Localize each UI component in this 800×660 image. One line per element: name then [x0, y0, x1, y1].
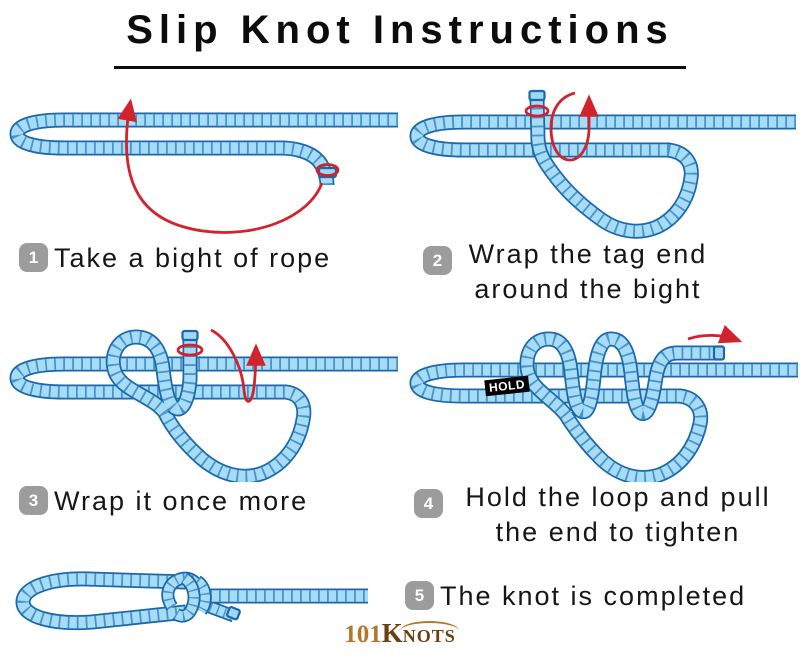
rope-arc-icon	[399, 621, 459, 631]
rope-tag-stub	[196, 602, 241, 621]
page-title: Slip Knot Instructions	[126, 8, 674, 52]
step2-caption-line1: Wrap the tag end	[468, 239, 708, 269]
rope-end-cap	[225, 605, 241, 621]
rope-bight	[17, 120, 398, 185]
step4-number-badge: 4	[414, 489, 443, 518]
step4-caption-line1: Hold the loop and pull	[465, 482, 771, 512]
step3-number-badge: 3	[19, 486, 48, 515]
rope-end-cap	[181, 329, 199, 342]
rope-bight	[417, 122, 796, 150]
rope-bight-loop	[17, 364, 398, 476]
logo-k: K	[381, 618, 403, 648]
title-underline	[114, 66, 686, 69]
step3-caption: Wrap it once more	[54, 486, 309, 516]
step2-number-badge: 2	[423, 246, 452, 275]
logo-101: 101	[344, 621, 382, 648]
arrow-icon	[176, 328, 266, 403]
step5-caption: The knot is completed	[440, 581, 747, 611]
step4-illustration	[400, 324, 800, 482]
rope-second-wrap	[113, 329, 199, 413]
step1-number-badge: 1	[19, 243, 48, 272]
step4-caption: Hold the loop and pull the end to tighte…	[436, 480, 800, 550]
step1-illustration	[0, 98, 400, 234]
logo-nots-text: NOTS	[402, 626, 456, 646]
step3-illustration	[0, 328, 400, 482]
step2-illustration	[400, 89, 800, 242]
step2-caption-line2: around the bight	[474, 274, 702, 304]
logo-nots: NOTS	[399, 621, 459, 647]
rope-finished-loop	[23, 579, 186, 623]
rope-double-wrap	[527, 339, 724, 415]
step1-caption: Take a bight of rope	[54, 243, 332, 273]
step5-illustration	[0, 545, 400, 655]
step2-caption: Wrap the tag end around the bight	[448, 237, 728, 307]
rope-tag-end-wrap	[528, 89, 692, 231]
rope-end-cap	[712, 345, 726, 361]
arrow-icon	[687, 324, 743, 344]
arrow-icon	[524, 91, 599, 162]
arrow-icon	[117, 98, 340, 234]
rope-end-cap	[528, 89, 546, 102]
step5-number-badge: 5	[405, 581, 434, 610]
rope-bight-loop	[417, 370, 798, 478]
step4-caption-line2: the end to tighten	[495, 517, 741, 547]
